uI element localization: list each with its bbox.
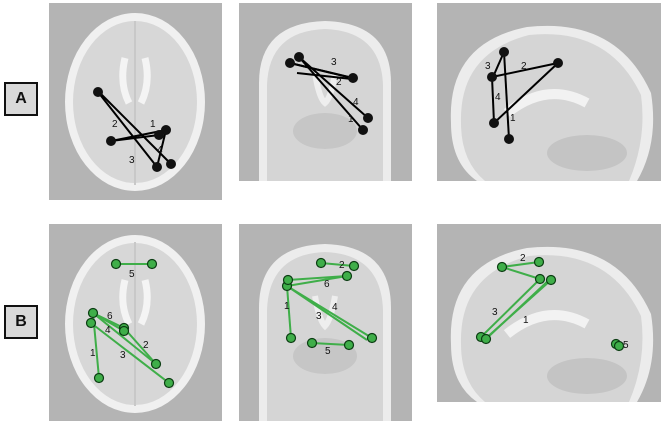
corpus-callosum (503, 310, 590, 338)
connection-label: 1 (150, 119, 156, 130)
cerebellum (547, 358, 627, 394)
panel-b-axial: 1 2 3 4 5 6 (49, 224, 222, 421)
brain-coronal-svg: 1 2 3 4 (259, 21, 391, 181)
connections (480, 261, 552, 341)
deep-structures (293, 113, 357, 149)
nodes (85, 258, 175, 389)
brain-outline (267, 252, 383, 421)
connection-label: 1 (523, 315, 529, 326)
connections (491, 51, 559, 140)
ventricles (119, 57, 151, 105)
brain-sagittal-svg: 1 2 3 4 (450, 25, 654, 181)
connection-label: 1 (348, 114, 354, 125)
brain-axial-svg: 1 2 3 4 (65, 13, 205, 191)
connections (289, 56, 369, 131)
nodes (93, 87, 176, 172)
connection-label: 4 (353, 97, 359, 108)
connection-label: 4 (332, 302, 338, 313)
nodes (487, 47, 563, 144)
connection-label: 1 (510, 113, 516, 124)
connection-label: 4 (105, 325, 111, 336)
connection-label: 5 (623, 340, 629, 351)
panel-a-axial: 1 2 3 4 (49, 3, 222, 200)
connection-label: 4 (157, 145, 163, 156)
connection-label: 5 (129, 269, 135, 280)
brain-sagittal-svg: 1 2 3 5 (450, 246, 654, 402)
panel-a-sagittal: 1 2 3 4 (437, 3, 661, 181)
connection-label: 6 (324, 279, 330, 290)
connection-label: 5 (325, 346, 331, 357)
connection-label: 3 (120, 350, 126, 361)
ventricles (119, 279, 151, 326)
connection-label: 3 (129, 155, 135, 166)
connection-label: 6 (107, 311, 113, 322)
connection-label: 1 (90, 348, 96, 359)
connection-label: 3 (492, 307, 498, 318)
corpus-callosum (503, 89, 590, 117)
connection-label: 2 (143, 340, 149, 351)
row-label-a: A (4, 82, 38, 116)
connection-label: 1 (284, 301, 290, 312)
nodes (475, 256, 625, 352)
connection-label: 2 (112, 119, 118, 130)
connections (97, 91, 172, 168)
nodes (281, 257, 378, 351)
panel-b-sagittal: 1 2 3 5 (437, 224, 661, 402)
ventricles (312, 295, 338, 331)
cerebellum (547, 135, 627, 171)
nodes (285, 52, 373, 135)
connection-label: 4 (495, 92, 501, 103)
connections (286, 262, 373, 346)
connection-label: 2 (520, 253, 526, 264)
connection-label: 2 (336, 77, 342, 88)
connections (90, 263, 170, 384)
connection-label: 2 (339, 260, 345, 271)
panel-a-coronal: 1 2 3 4 (239, 3, 412, 181)
connection-label: 3 (331, 57, 337, 68)
brain-coronal-svg: 1 2 3 4 5 6 (259, 244, 391, 421)
brain-axial-svg: 1 2 3 4 5 6 (65, 235, 205, 413)
connection-label: 3 (485, 61, 491, 72)
panel-b-coronal: 1 2 3 4 5 6 (239, 224, 412, 421)
row-label-b: B (4, 305, 38, 339)
connection-label: 2 (521, 61, 527, 72)
connection-label: 3 (316, 311, 322, 322)
